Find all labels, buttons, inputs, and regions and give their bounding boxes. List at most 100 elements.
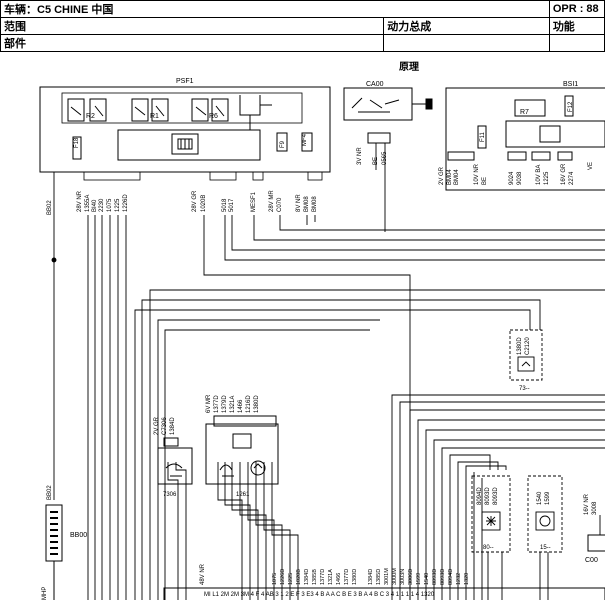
wire-id: 1320 — [464, 573, 470, 585]
c1261-wire: 1216D — [246, 395, 252, 413]
c7306-connector — [157, 437, 193, 485]
bb02-label: BB02 — [47, 200, 53, 215]
ca00-switch — [343, 87, 433, 144]
wire-id: 5018 — [222, 198, 228, 212]
c1261-label: 1261 — [236, 492, 250, 498]
c1261-wire: 1466 — [238, 399, 244, 413]
wire-id: 1380D — [352, 569, 358, 585]
wire-id: 1466 — [336, 573, 342, 585]
principle-title: 原理 — [399, 61, 419, 73]
wire-id: 3001M — [384, 568, 390, 585]
bsi1-wire: BE — [482, 177, 488, 185]
bsi1-wire: 10V BA — [536, 165, 542, 185]
c15-wire: 1540 — [537, 491, 543, 505]
scope-label: 范围 — [0, 17, 385, 35]
c15-component — [527, 475, 563, 553]
wire-id: 1384D — [304, 569, 310, 585]
relay-label: R7 — [520, 109, 529, 116]
c73-wire: C2120 — [525, 337, 531, 355]
bottom-connector-label: 48V NR — [200, 563, 206, 585]
c00-wire: 16V NR — [584, 493, 590, 515]
wire-id: 1385D — [376, 569, 382, 585]
connector-label: 8V NR — [296, 194, 302, 212]
part-label: 部件 — [0, 34, 385, 52]
wire-id: 1540 — [424, 573, 430, 585]
c7306-wire: 1384D — [170, 417, 176, 435]
part-empty-cell — [548, 34, 605, 52]
wiring-diagram: 原理 PSF1 R2 R1 R6 F18 F9 28V NR 28V GR 28… — [39, 61, 605, 600]
c1261-wire: 1379D — [222, 395, 228, 413]
wire-id: 3000M — [392, 568, 398, 585]
wire-id: 1020B — [201, 195, 207, 212]
wire-id: 1321A — [328, 569, 334, 585]
connector-label: 28V NR — [77, 190, 83, 212]
connector-label: 28V GR — [192, 190, 198, 212]
header-table: 车辆：C5 CHINE 中国 OPR : 88 范围 动力总成 功能 部件 — [0, 0, 605, 52]
c73-wire: 1380D — [517, 337, 523, 355]
bsi1-wire: 9038 — [517, 171, 523, 185]
wire-id: 1232 — [456, 573, 462, 585]
bsi1-wire: 9024 — [509, 171, 515, 185]
wire-harness — [51, 143, 605, 600]
fuse-label: F9 — [280, 140, 286, 148]
ca00-label: CA00 — [366, 81, 384, 88]
wire-id: 1226D — [280, 569, 286, 585]
bb02-label: BB02 — [47, 485, 53, 500]
bsi1-wire: 1225 — [544, 171, 550, 185]
bb00-label: BB00 — [70, 532, 87, 539]
ca00-wire: 3V NR — [357, 147, 363, 165]
fuse-label: F11 — [480, 131, 486, 142]
bsi1-wire: 10V NR — [474, 163, 480, 185]
wire-id: 1075 — [272, 573, 278, 585]
c00-label: C00 — [585, 557, 598, 564]
wire-id: 1355A — [85, 195, 91, 212]
bottom-pins: MI L1 2M 2M 3M 4 F 4 AB 3 1 2 E F 3 E3 4… — [204, 592, 435, 598]
opr-label: OPR : 88 — [548, 0, 605, 18]
fuse-label: F18 — [74, 137, 80, 148]
wire-id: BM08 — [312, 196, 318, 212]
wire-id: 1226D — [123, 194, 129, 212]
c7306-label: 7306 — [163, 492, 177, 498]
psf1-module — [39, 86, 331, 173]
wire-id: 1075 — [107, 198, 113, 212]
wire-id: BI40 — [92, 199, 98, 212]
psf1-connector — [83, 171, 323, 181]
c1261-wire: 1377D — [214, 395, 220, 413]
c00-wire: 3008 — [592, 501, 598, 515]
wire-id: 1599 — [416, 573, 422, 585]
relay-label: R6 — [209, 113, 218, 120]
wire-id: 8094D — [448, 569, 454, 585]
c15-wire: 1599 — [545, 491, 551, 505]
bsi1-wire: 2274 — [569, 171, 575, 185]
bsi1-wire: BM04 — [454, 169, 460, 185]
bb00-battery — [45, 504, 63, 600]
c15-label: 15-- — [540, 545, 551, 551]
c80-wire: 8094D — [477, 487, 483, 505]
c7306-wire: C7306 — [162, 417, 168, 435]
wire-id: 1225 — [115, 198, 121, 212]
c73-label: 73-- — [519, 386, 530, 392]
wire-id: 1377D — [320, 569, 326, 585]
wire-id: 3006D — [408, 569, 414, 585]
bsi1-module — [445, 87, 605, 191]
c80-component — [471, 475, 511, 553]
bsi1-label: BSI1 — [563, 81, 578, 88]
wire-id: MESF1 — [251, 191, 257, 212]
bsi1-wire: 16V GR — [561, 163, 567, 185]
wire-id: BM08 — [304, 196, 310, 212]
c00-component — [587, 534, 605, 552]
relay-label: R2 — [86, 113, 95, 120]
system-label: 动力总成 — [383, 17, 550, 35]
wire-id: 3003N — [400, 569, 406, 585]
function-label: 功能 — [548, 17, 605, 35]
connector-label: MF4 — [302, 133, 308, 146]
bsi1-wire: BM04 — [447, 169, 453, 185]
c80-wire: 8093D — [493, 487, 499, 505]
part-empty-cell — [383, 34, 550, 52]
fuse-label: F12 — [568, 101, 574, 112]
c73-connector — [509, 329, 543, 381]
wire-id: 1385B — [312, 569, 318, 585]
wire-id: 2230 — [99, 198, 105, 212]
c1261-wire: 1321A — [230, 396, 236, 413]
c80-label: 80-- — [483, 545, 494, 551]
